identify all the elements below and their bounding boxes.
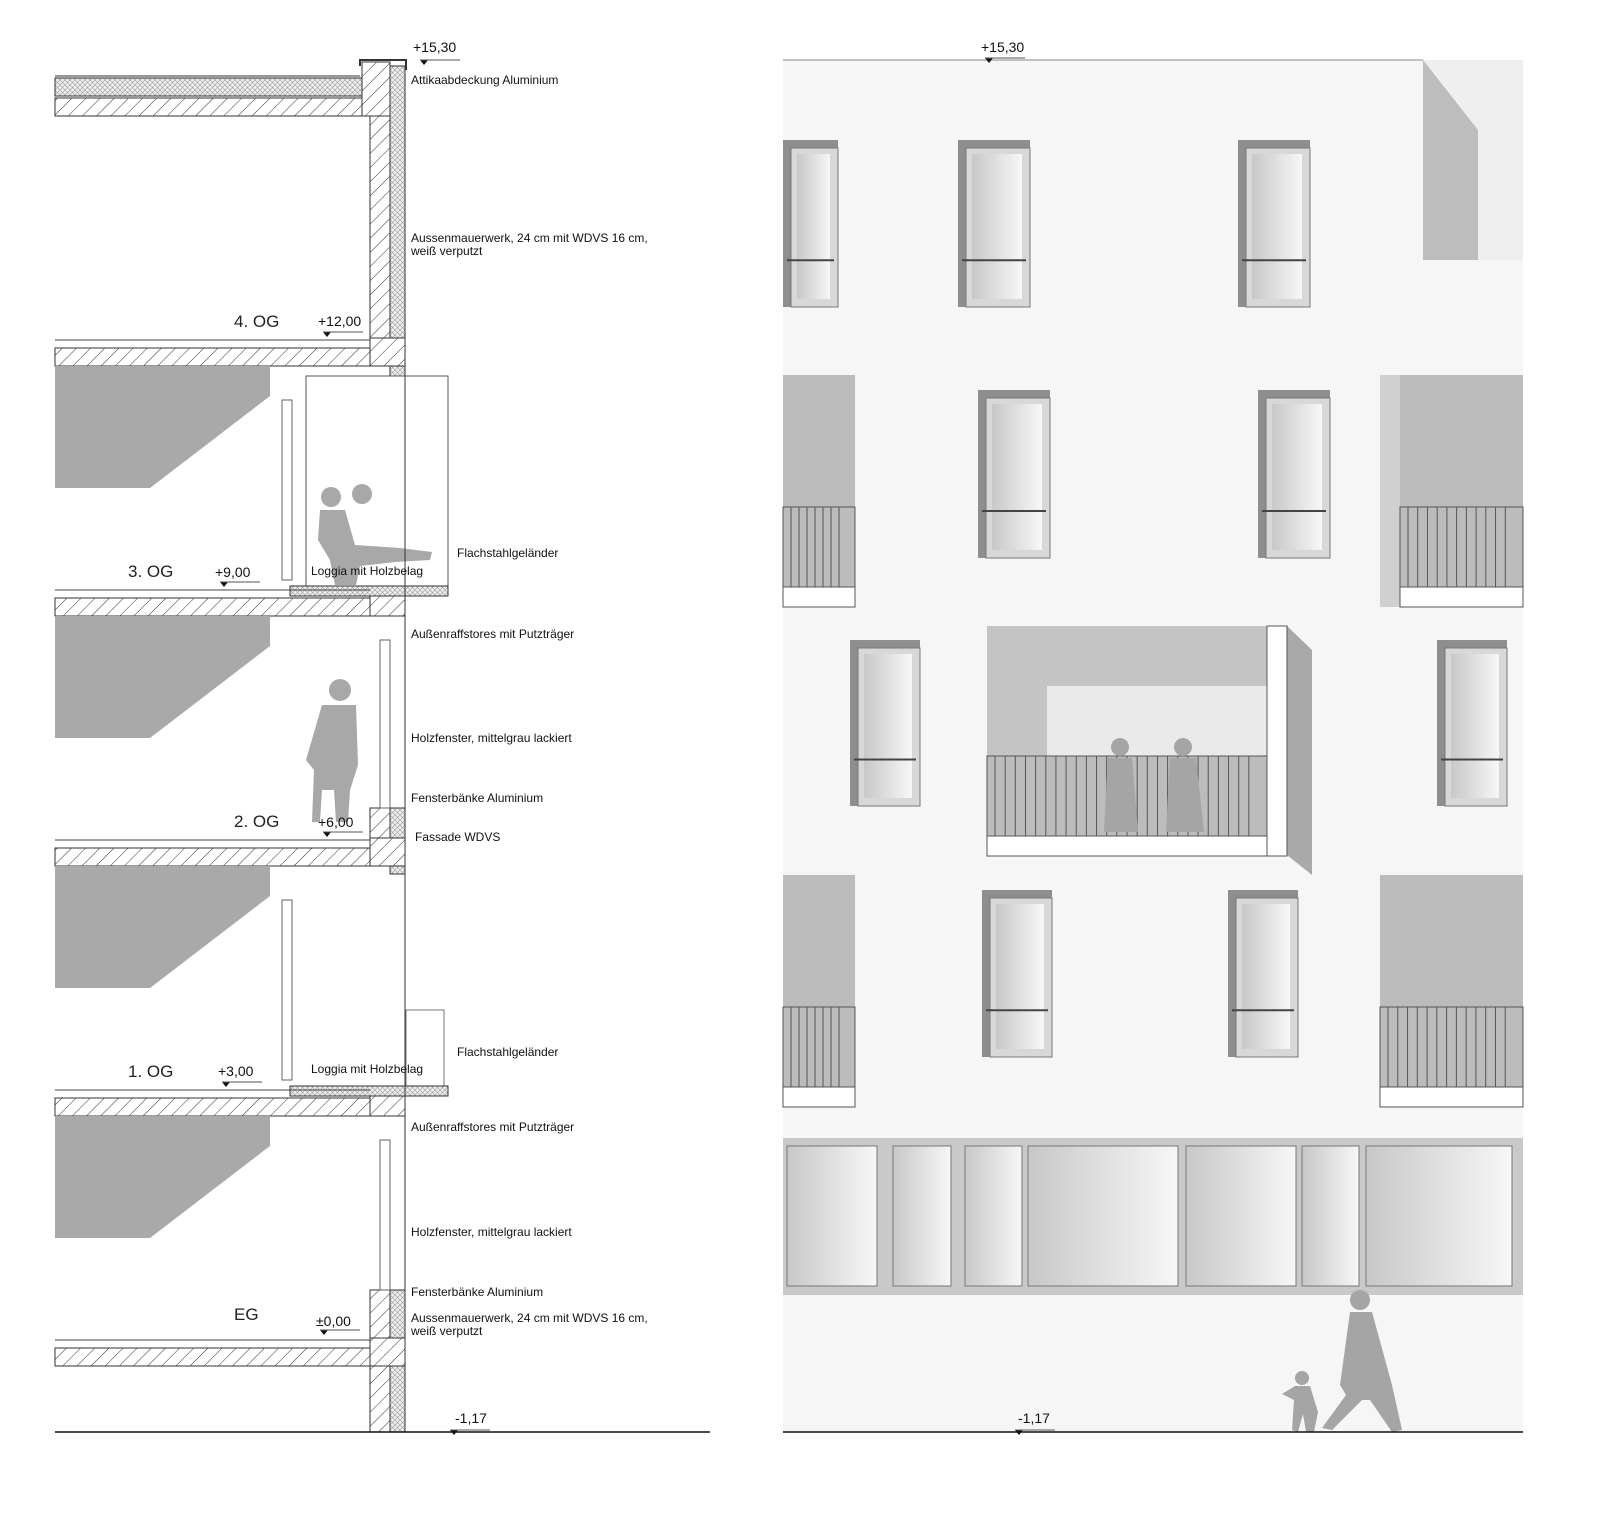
loggia-back-wall (1047, 686, 1267, 766)
level-top: +15,30 (413, 39, 456, 55)
balcony-slab (1379, 1086, 1524, 1108)
shop-window (964, 1145, 1023, 1287)
slab-edge (369, 337, 406, 367)
level-eg: ±0,00 (316, 1313, 351, 1329)
level-ground: -1,17 (455, 1410, 487, 1426)
note-facade: Fassade WDVS (415, 830, 500, 844)
loggia-floor (289, 585, 449, 597)
level-og2: +6,00 (318, 814, 354, 830)
floor-eg: EG (234, 1305, 259, 1324)
note-blinds: Außenraffstores mit Putzträger (411, 1120, 574, 1134)
parapet (361, 61, 391, 117)
level-marker-icon (1015, 1430, 1023, 1435)
floor-slab (54, 1097, 371, 1117)
room-shadow (55, 866, 270, 988)
floor-slab (54, 847, 371, 867)
window-glass (797, 154, 830, 299)
window-glass (1242, 904, 1290, 1049)
balcony-slab (986, 835, 1268, 857)
person-silhouettes (306, 484, 432, 822)
loggia-recess (1380, 875, 1523, 1107)
roof-insulation (54, 77, 371, 97)
level-marker-icon (220, 582, 228, 587)
balcony-shadow (1287, 626, 1312, 875)
note-railing: Flachstahlgeländer (457, 1045, 558, 1059)
level-marker-icon (420, 60, 428, 65)
level-og3: +9,00 (215, 564, 251, 580)
note-wall: weiß verputzt (410, 244, 483, 258)
window-glass (1252, 154, 1302, 299)
note-window: Holzfenster, mittelgrau lackiert (411, 1225, 572, 1239)
side-shadow (1423, 60, 1478, 260)
window-section (379, 639, 391, 809)
room-shadow (55, 616, 270, 738)
loggia-recess (1400, 375, 1523, 607)
wdvs-insulation (389, 65, 406, 377)
note-attika: Attikaabdeckung Aluminium (411, 73, 558, 87)
window-glass (996, 904, 1044, 1049)
building-elevation: +15,30 -1,17 (782, 39, 1524, 1433)
level-marker-icon (323, 832, 331, 837)
note-wall: Aussenmauerwerk, 24 cm mit WDVS 16 cm, (411, 231, 648, 245)
note-loggia: Loggia mit Holzbelag (311, 564, 423, 578)
floor-slab (54, 597, 371, 617)
section-labels: +15,30 +12,00 +9,00 +6,00 +3,00 ±0,00 -1… (128, 39, 648, 1426)
loggia-recess (783, 375, 855, 607)
shop-window (1301, 1145, 1360, 1287)
note-wall: Aussenmauerwerk, 24 cm mit WDVS 16 cm, (411, 1311, 648, 1325)
note-wall: weiß verputzt (410, 1324, 483, 1338)
roof-slab (54, 97, 371, 117)
note-window: Holzfenster, mittelgrau lackiert (411, 731, 572, 745)
window-glass (1451, 654, 1499, 798)
note-railing: Flachstahlgeländer (457, 546, 558, 560)
balcony-slab (1399, 586, 1524, 608)
window-glass (1272, 404, 1322, 550)
loggia-floor-lower (289, 1085, 449, 1097)
window-glass (972, 154, 1022, 299)
note-loggia: Loggia mit Holzbelag (311, 1062, 423, 1076)
balcony-slab (782, 1086, 856, 1108)
room-shadow (55, 1116, 270, 1238)
slab-edge (369, 1337, 406, 1367)
loggia-side-wall (1266, 625, 1288, 857)
level-og4: +12,00 (318, 313, 361, 329)
shop-window (786, 1145, 878, 1287)
floor-og3: 3. OG (128, 562, 173, 581)
floor-slab (54, 1347, 371, 1367)
level-og1: +3,00 (218, 1063, 254, 1079)
pedestrian-silhouettes (1104, 738, 1402, 1432)
building-section (54, 59, 710, 1433)
note-sill: Fensterbänke Aluminium (411, 1285, 543, 1299)
note-sill: Fensterbänke Aluminium (411, 791, 543, 805)
slab-edge (369, 837, 406, 867)
level-marker-icon (323, 332, 331, 337)
loggia-recess (783, 875, 855, 1107)
level-marker-icon (450, 1430, 458, 1435)
floor-slab (54, 347, 371, 367)
room-shadow (55, 366, 270, 488)
level-marker-icon (222, 1082, 230, 1087)
note-blinds: Außenraffstores mit Putzträger (411, 627, 574, 641)
level-marker-icon (320, 1330, 328, 1335)
balcony-slab (782, 586, 856, 608)
window-section (379, 1139, 391, 1291)
window-section (281, 399, 293, 581)
floor-og2: 2. OG (234, 812, 279, 831)
level-top: +15,30 (981, 39, 1024, 55)
shop-window (1365, 1145, 1513, 1287)
shop-window (1185, 1145, 1297, 1287)
window-section (281, 899, 293, 1081)
window-glass (992, 404, 1042, 550)
window-glass (864, 654, 912, 798)
level-marker-icon (985, 58, 993, 63)
floor-og4: 4. OG (234, 312, 279, 331)
outer-wall (369, 115, 391, 349)
shop-window (892, 1145, 952, 1287)
level-ground: -1,17 (1018, 1410, 1050, 1426)
attika-cover (359, 59, 407, 70)
floor-og1: 1. OG (128, 1062, 173, 1081)
shop-window (1027, 1145, 1179, 1287)
